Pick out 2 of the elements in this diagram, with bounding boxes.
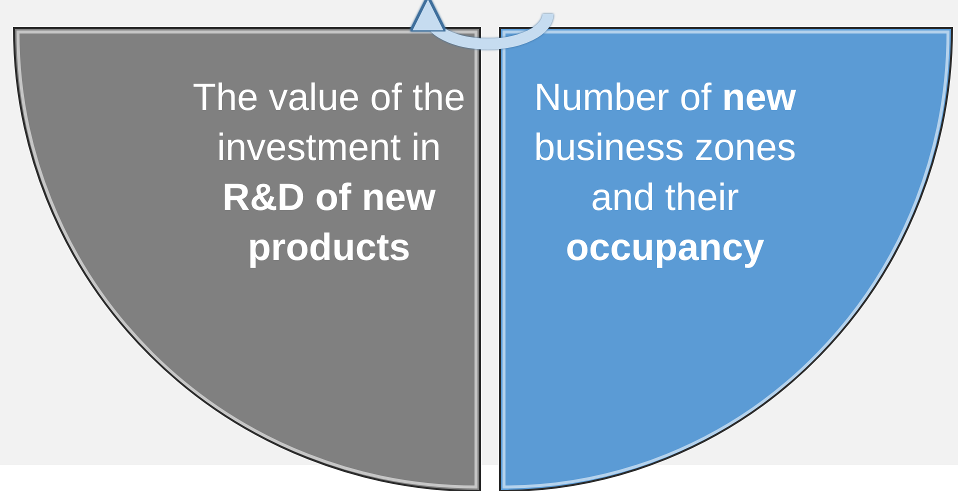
node-text: The value of the investment in R&D of new products xyxy=(192,76,466,271)
node-text: Number of new business zones and their occupancy xyxy=(533,76,797,271)
